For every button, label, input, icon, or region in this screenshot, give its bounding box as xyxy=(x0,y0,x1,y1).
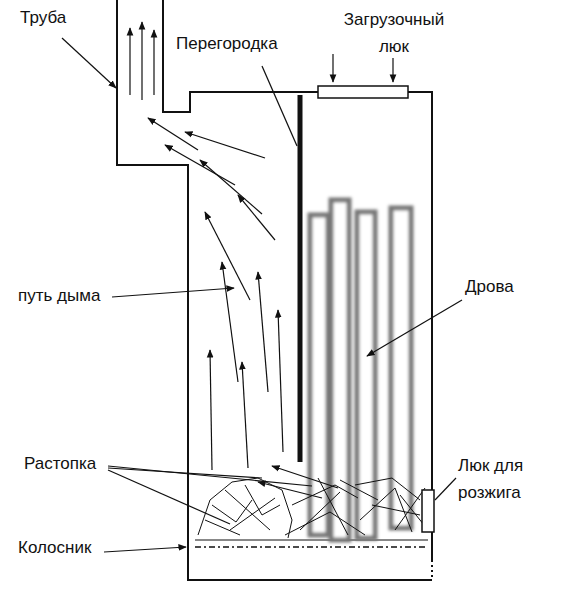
leader-line xyxy=(112,288,234,297)
smoke-arrow xyxy=(222,262,238,382)
smoke-arrow xyxy=(148,118,198,150)
smoke-arrow xyxy=(165,145,235,185)
loading-hatch xyxy=(318,86,408,98)
smoke-arrow xyxy=(278,310,283,452)
smoke-arrow xyxy=(242,362,248,468)
smoke-arrow xyxy=(238,195,275,240)
flow-label: путь дыма xyxy=(18,282,110,309)
smoke-arrow xyxy=(141,22,142,100)
smoke-arrow xyxy=(210,350,212,470)
smoke-arrows xyxy=(130,22,338,498)
part-label: Труба xyxy=(20,4,90,31)
leader-line xyxy=(62,38,116,88)
leader-line xyxy=(104,547,186,552)
outer-wall xyxy=(117,0,432,580)
kindling-stick xyxy=(205,485,280,535)
grate xyxy=(195,546,428,548)
smoke-arrow xyxy=(272,466,338,488)
smoke-arrow xyxy=(200,160,262,214)
leader-line xyxy=(332,54,333,82)
outer-wall xyxy=(431,560,433,580)
grate xyxy=(195,540,428,541)
part-label: Загрузочный люк xyxy=(330,6,458,60)
ignition-hatch xyxy=(422,490,434,532)
kindling-stick xyxy=(285,478,420,535)
leader-line xyxy=(108,470,230,524)
part-label: Колосник xyxy=(18,534,108,561)
leader-line xyxy=(262,66,297,146)
smoke-arrow xyxy=(129,28,130,95)
smoke-arrow xyxy=(153,30,154,95)
smoke-arrow xyxy=(205,212,250,300)
part-label: Перегородка xyxy=(176,30,296,57)
log xyxy=(357,212,375,538)
kindling xyxy=(198,478,428,538)
leader-lines xyxy=(62,38,462,552)
log xyxy=(310,215,328,535)
smoke-arrow xyxy=(258,272,268,392)
part-label: Люк для розжига xyxy=(458,452,540,506)
part-label: Растопка xyxy=(24,450,110,477)
leader-line xyxy=(392,58,393,82)
leader-line xyxy=(435,478,456,500)
leader-line xyxy=(108,466,312,486)
smoke-arrow xyxy=(185,132,265,158)
partition xyxy=(298,95,303,462)
outer-wall xyxy=(163,0,432,560)
log xyxy=(331,200,349,540)
stove-body xyxy=(117,0,432,580)
leader-line xyxy=(367,300,462,356)
part-label: Дрова xyxy=(465,273,545,300)
